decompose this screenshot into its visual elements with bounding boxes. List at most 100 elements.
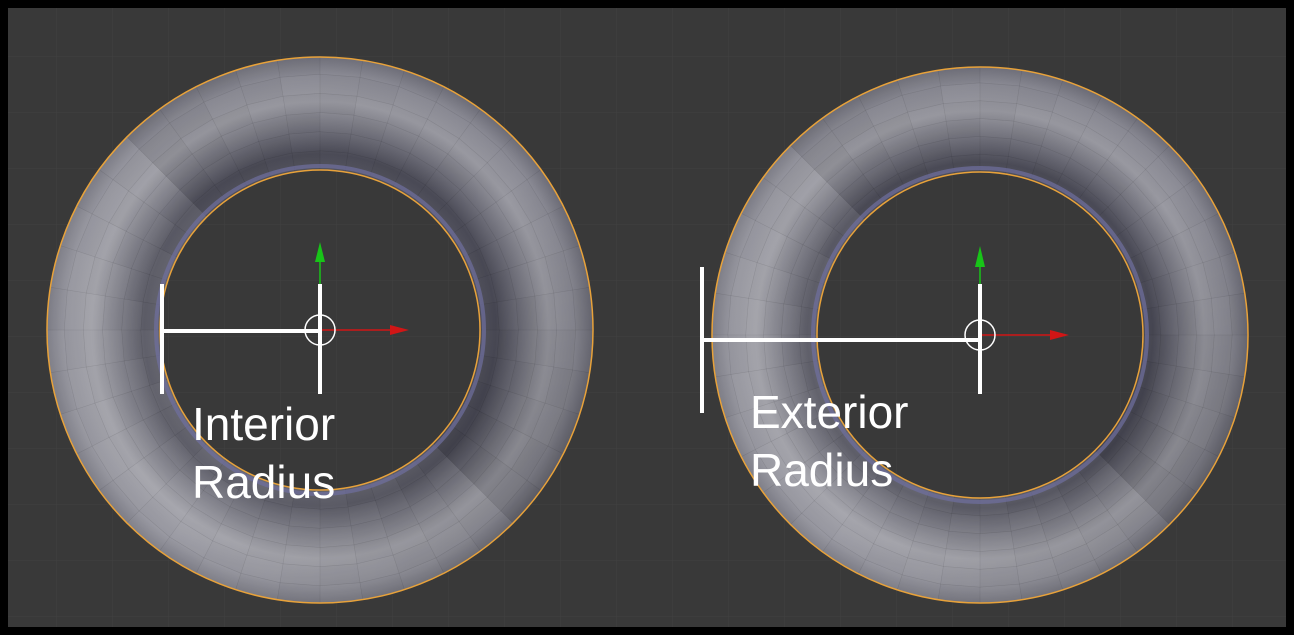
torus-facet: [108, 428, 145, 470]
torus-facet: [562, 244, 592, 291]
torus-facet: [1188, 220, 1221, 263]
torus-facet: [937, 583, 981, 606]
torus-facet: [319, 506, 352, 529]
exterior-radius-label-line1: Exterior: [750, 386, 908, 438]
torus-facet: [1107, 194, 1142, 230]
torus-facet: [572, 329, 596, 374]
torus-facet: [319, 112, 355, 135]
torus-facet: [1057, 77, 1104, 111]
torus-facet: [500, 479, 543, 525]
torus-facet: [940, 566, 981, 588]
torus-facet: [712, 374, 741, 419]
torus-facet: [765, 267, 792, 305]
torus-facet: [446, 189, 481, 226]
torus-facet: [508, 262, 536, 300]
torus-facet: [480, 419, 515, 459]
torus-facet: [813, 144, 854, 183]
torus-facet: [234, 58, 281, 88]
torus-facet: [1052, 94, 1095, 127]
torus-facet: [435, 536, 483, 576]
torus-facet: [427, 101, 471, 139]
torus-facet: [159, 189, 194, 226]
torus-facet: [948, 513, 981, 535]
torus-facets: [44, 54, 596, 606]
torus-facet: [790, 244, 820, 280]
torus-facet: [745, 334, 767, 373]
torus-facet: [775, 156, 815, 198]
torus-facet: [240, 76, 284, 106]
torus-facet: [831, 524, 874, 561]
torus-facet: [180, 118, 222, 155]
object-origin-left[interactable]: [304, 242, 409, 346]
torus-facet: [896, 574, 941, 603]
torus-facet: [508, 360, 536, 398]
torus-facet: [347, 500, 382, 527]
torus-facet: [58, 204, 93, 252]
torus-facet: [234, 572, 281, 602]
torus-facet: [112, 148, 154, 192]
torus-facet: [761, 482, 803, 527]
torus-facet: [1094, 93, 1140, 132]
torus-facet: [786, 424, 820, 463]
torus-facet: [881, 511, 919, 542]
torus-facet: [763, 300, 785, 336]
torus-facet: [780, 334, 802, 367]
torus-facet: [495, 190, 532, 232]
torus-facet: [1157, 482, 1199, 527]
torus-facet: [102, 329, 125, 365]
torus-facet: [375, 489, 411, 520]
torus-facet: [279, 73, 321, 97]
torus-facet: [436, 469, 475, 507]
torus-facet: [873, 527, 914, 559]
torus-facet: [739, 220, 772, 263]
torus-facet: [125, 107, 171, 150]
torus-facet: [856, 77, 903, 111]
torus-facet: [1117, 500, 1159, 540]
x-axis-arrow-icon: [390, 325, 409, 335]
torus-facet: [288, 506, 321, 529]
torus-facet: [386, 523, 428, 556]
torus-facet: [157, 84, 205, 124]
torus-facet: [240, 554, 284, 584]
torus-facet: [818, 194, 853, 230]
torus-facet: [353, 95, 394, 124]
torus-facet: [773, 236, 804, 274]
torus-facet: [862, 157, 899, 190]
torus-facet: [940, 82, 981, 104]
torus-facet: [1086, 109, 1129, 146]
torus-facet: [1185, 262, 1212, 302]
torus-facet: [1158, 303, 1180, 336]
torus-facet: [730, 256, 758, 299]
torus-facet: [282, 92, 321, 116]
torus-facet: [285, 112, 321, 135]
torus-facet: [547, 408, 582, 456]
torus-facet: [775, 472, 815, 514]
torus-facet: [496, 390, 528, 430]
torus-facet: [94, 396, 127, 438]
torus-facet: [1202, 371, 1230, 414]
torus-facets: [709, 64, 1251, 606]
torus-facet: [1211, 295, 1233, 336]
torus-facet: [530, 402, 564, 447]
torus-facet: [142, 410, 176, 448]
torus-facet: [526, 167, 566, 215]
torus-facet: [97, 135, 140, 181]
torus-facet: [789, 168, 828, 209]
torus-facet: [464, 410, 498, 448]
torus-facet: [889, 495, 925, 525]
torus-facet: [979, 64, 1023, 87]
torus-facet: [1211, 334, 1233, 375]
torus-facet: [157, 536, 205, 576]
torus-facet: [353, 536, 394, 565]
torus-facet: [937, 64, 981, 87]
torus-facet: [942, 100, 981, 122]
torus-facet: [469, 510, 515, 553]
selection-outline: [816, 171, 1144, 499]
torus-facet: [138, 122, 182, 164]
torus-facet: [1193, 334, 1215, 373]
torus-facet: [730, 371, 758, 414]
torus-facet: [748, 368, 775, 408]
torus-facet: [1132, 461, 1171, 502]
torus-facet: [1117, 130, 1159, 170]
torus-facet: [458, 496, 502, 538]
